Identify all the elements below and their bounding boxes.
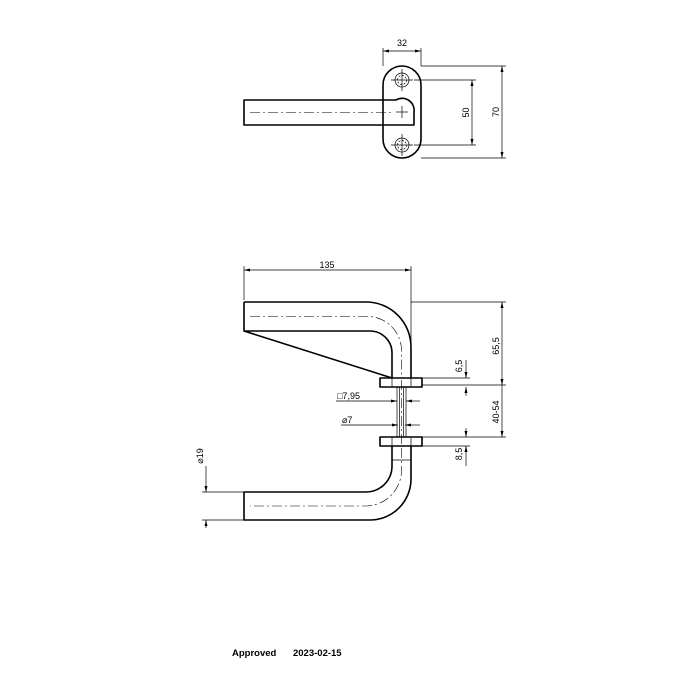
top-rose-plate (382, 65, 422, 159)
lower-rose (379, 436, 423, 447)
dim-lever-length: 135 (319, 260, 334, 270)
dim-top-hole-spacing: 50 (461, 107, 471, 117)
top-view: 32 50 70 (243, 38, 506, 159)
dim-spindle-square: □7,95 (337, 391, 360, 401)
dim-upper-height: 65,5 (491, 337, 501, 355)
lower-lever (243, 446, 412, 521)
upper-lever (243, 301, 412, 379)
dim-rose-thickness-top: 6,5 (454, 360, 464, 373)
approval-status: Approved (232, 648, 277, 659)
dim-door-thickness: 40-54 (491, 400, 501, 423)
top-lever-arm (243, 99, 396, 126)
top-screw-hole-upper (391, 69, 413, 91)
dim-pin-diameter: ⌀7 (342, 415, 352, 425)
dim-top-width: 32 (397, 38, 407, 48)
front-view: 135 65,5 6,5 (195, 260, 506, 528)
dim-top-height: 70 (491, 107, 501, 117)
dim-grip-diameter: ⌀19 (195, 448, 205, 463)
top-lever-neck (395, 97, 415, 126)
upper-rose (379, 377, 423, 388)
approval-date: 2023-02-15 (292, 648, 342, 659)
top-screw-hole-lower (391, 134, 413, 156)
dim-rose-thickness-bottom: 8,5 (454, 448, 464, 461)
approval-footer: Approved 2023-02-15 (232, 648, 342, 659)
